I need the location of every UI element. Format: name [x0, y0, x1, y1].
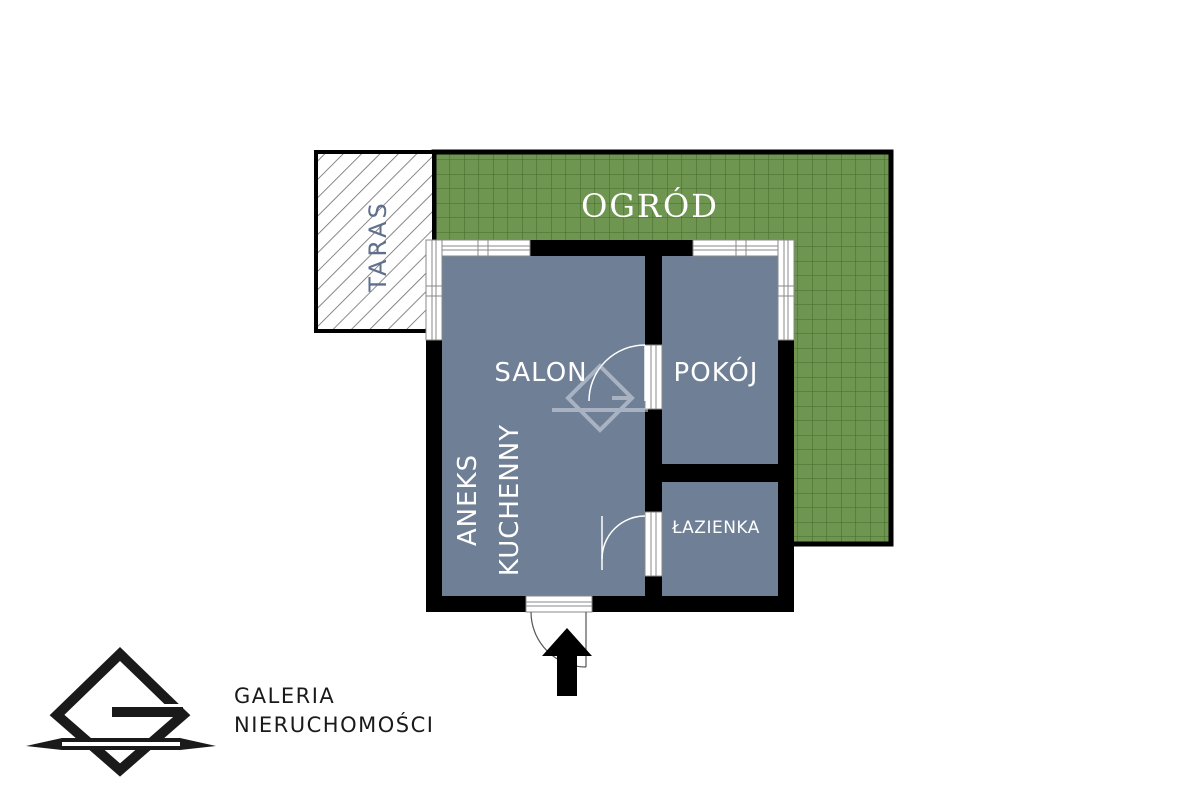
company-name-line1: GALERIA — [234, 684, 336, 708]
kitchenette-label-line1: ANEKS — [453, 454, 483, 546]
watermark-logo-icon — [552, 363, 648, 433]
garden-label: OGRÓD — [581, 187, 719, 225]
terrace-label: TARAS — [364, 200, 392, 293]
company-logo-icon — [26, 647, 216, 777]
bathroom-area — [662, 482, 778, 596]
entrance-arrow-icon — [542, 628, 592, 696]
terrace-area — [314, 150, 436, 333]
living-room-area — [442, 256, 645, 596]
windows — [425, 239, 795, 341]
living-room-label: SALON — [494, 358, 587, 388]
room-label: POKÓJ — [674, 356, 759, 388]
doors — [525, 344, 663, 668]
kitchenette-label-line2: KUCHENNY — [495, 424, 525, 576]
room-area — [662, 256, 778, 464]
bathroom-label: ŁAZIENKA — [671, 518, 760, 538]
rooms — [442, 256, 778, 596]
company-name-line2: NIERUCHOMOŚCI — [234, 713, 435, 737]
